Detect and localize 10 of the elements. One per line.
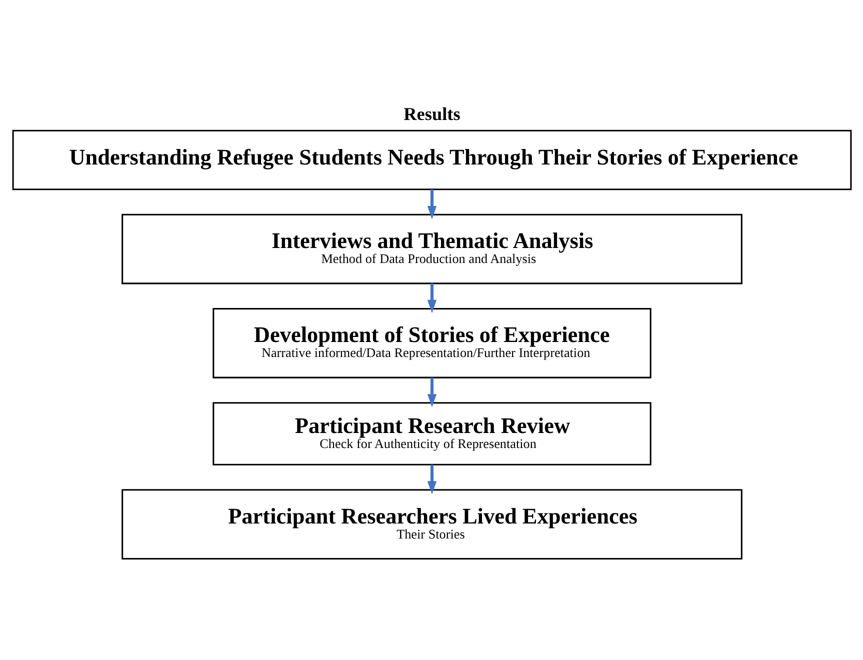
arrow: [426, 283, 436, 313]
arrow: [426, 377, 436, 407]
node-box: Participant Researchers Lived Experiences Their Stories: [121, 488, 742, 559]
node-box: Development of Stories of Experience Narrative informed/Data Representation/Further Interpretation: [212, 307, 651, 378]
arrow: [426, 464, 436, 494]
arrow: [426, 189, 436, 219]
diagram-title: Results: [403, 103, 460, 124]
node-box: Understanding Refugee Students Needs Through Their Stories of Experience: [12, 129, 852, 190]
node-box: Participant Research Review Check for Authenticity of Representation: [212, 402, 651, 465]
node-box: Interviews and Thematic Analysis Method of Data Production and Analysis: [121, 213, 742, 284]
